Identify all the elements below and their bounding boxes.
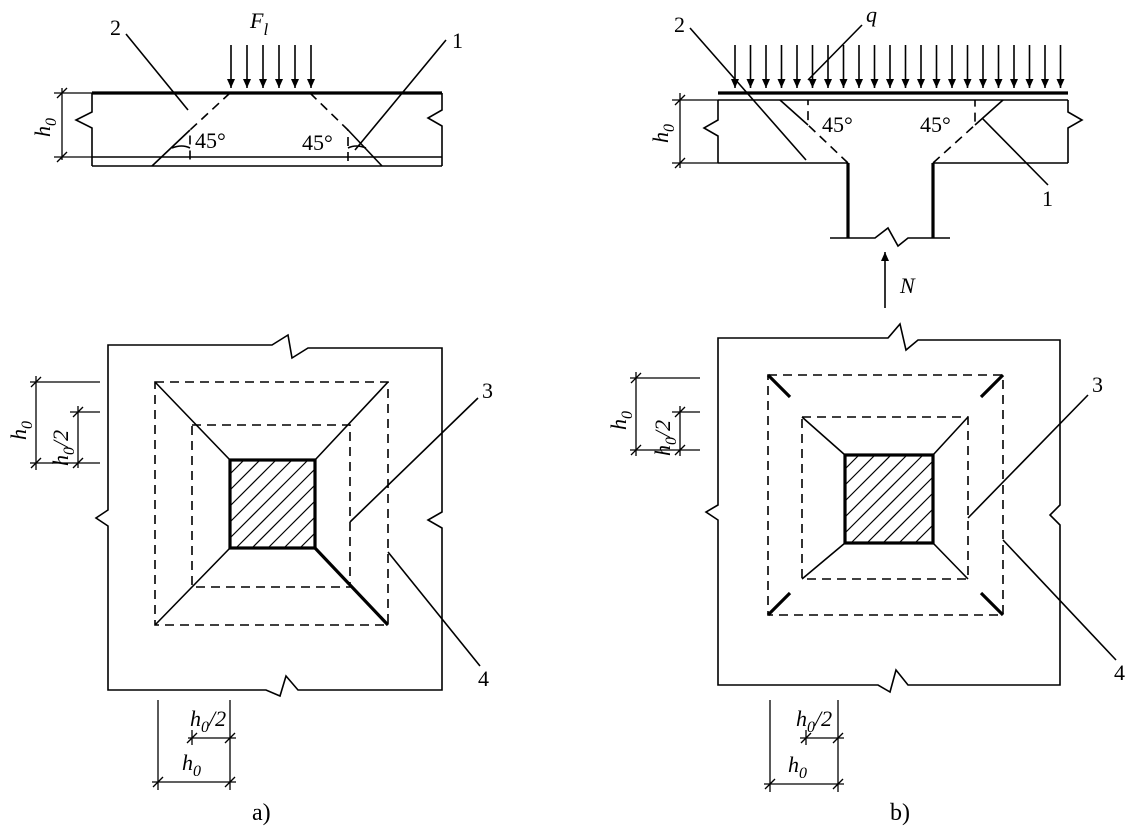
- hatch-line: [898, 508, 934, 544]
- angle-label-right-a: 45°: [302, 130, 333, 155]
- label-4-a: 4: [478, 666, 489, 691]
- h0-half-label-plan-a: h0/2: [48, 430, 78, 466]
- punching-cone-right-b: [932, 100, 976, 164]
- load-label-q: q: [866, 2, 877, 27]
- hatch-line: [914, 524, 934, 544]
- hatch-line: [844, 454, 892, 502]
- h0-label-bottom-b: h0: [788, 752, 807, 782]
- angle-label-right-b: 45°: [920, 112, 951, 137]
- hatch-line: [251, 484, 316, 549]
- hatch-line: [229, 459, 245, 475]
- hatch-line: [850, 460, 934, 544]
- section-a: 2 1 Fl 45° 45° h0: [30, 8, 463, 167]
- punching-cone-left-b: [807, 100, 849, 164]
- leader-3-a: [349, 397, 479, 523]
- angle-arc: [171, 145, 191, 149]
- break-line: [74, 93, 93, 166]
- critical-perimeter-outer-b: [767, 374, 1004, 616]
- plan-b: 3 4 h0 h0/2 h0/2 h0 b): [606, 322, 1125, 826]
- caption-b: b): [890, 800, 910, 826]
- plan-a: 3 4 h0 h0/2 h0/2 h0 a): [6, 333, 493, 826]
- cone-extension: [779, 99, 809, 126]
- leader-q: [807, 24, 863, 81]
- label-1-b: 1: [1042, 186, 1053, 211]
- hatch-line: [844, 454, 924, 534]
- leader-4-a: [387, 551, 481, 667]
- punching-cone-left: [189, 92, 231, 166]
- h0-label-plan-a: h0: [6, 421, 36, 440]
- reaction-label-n: N: [899, 273, 916, 298]
- label-1-a: 1: [452, 28, 463, 53]
- hatch-line: [866, 476, 934, 544]
- column-break: [830, 226, 950, 248]
- angle-label-left-b: 45°: [822, 112, 853, 137]
- leader-2-b: [689, 27, 807, 161]
- hatch-line: [267, 500, 316, 549]
- critical-perimeter-inner-b: [801, 416, 969, 580]
- cone-extension: [151, 129, 191, 167]
- h0-half-label-bottom-a: h0/2: [190, 706, 226, 736]
- label-3-b: 3: [1092, 372, 1103, 397]
- critical-perimeter-outer-a: [154, 381, 389, 626]
- h0-label-plan-b: h0: [606, 411, 636, 430]
- hatch-line: [283, 516, 316, 549]
- hatch-line: [844, 454, 876, 486]
- caption-a: a): [252, 800, 271, 826]
- hatch-line: [235, 468, 316, 549]
- column-hatch-b: [844, 454, 934, 544]
- leader-2-a: [125, 33, 189, 111]
- hatch-line: [882, 492, 934, 544]
- hatch-line: [930, 540, 934, 544]
- h0-half-label-bottom-b: h0/2: [796, 706, 832, 736]
- hatch-line: [299, 532, 316, 549]
- slab-outline-b: [704, 322, 1061, 694]
- cone-extension: [974, 99, 1004, 126]
- leader-3-b: [967, 394, 1089, 519]
- hatch-line: [844, 454, 908, 518]
- column-a-plan: [228, 458, 317, 550]
- label-3-a: 3: [482, 378, 493, 403]
- break-line: [426, 93, 443, 166]
- hatch-line: [229, 459, 261, 491]
- hatch-line: [229, 459, 309, 539]
- critical-perimeter-inner-a: [191, 424, 351, 588]
- break-line: [702, 100, 719, 163]
- label-2-a: 2: [110, 15, 121, 40]
- angle-label-left-a: 45°: [195, 128, 226, 153]
- label-4-b: 4: [1114, 660, 1125, 685]
- column-hatch-a: [229, 459, 316, 549]
- leader-1-b: [981, 117, 1049, 186]
- slab-outline-a: [94, 333, 443, 698]
- h0-half-label-plan-b: h0/2: [650, 420, 680, 456]
- h0-label-bottom-a: h0: [182, 750, 201, 780]
- h0-label-a: h0: [30, 118, 60, 137]
- column-b-plan: [843, 453, 935, 545]
- distributed-load-arrows: [731, 45, 1065, 88]
- load-arrows-a: [227, 45, 315, 88]
- hatch-line: [844, 454, 860, 470]
- angle-arc: [347, 145, 367, 149]
- hatch-line: [229, 459, 293, 523]
- leader-4-b: [1002, 539, 1117, 661]
- leader-1-a: [354, 39, 447, 151]
- label-2-b: 2: [674, 12, 685, 37]
- break-line: [1067, 100, 1084, 163]
- h0-label-b: h0: [648, 124, 678, 143]
- section-b: 2 q 1 45° 45° N h0: [648, 2, 1084, 308]
- load-label-fl: Fl: [249, 8, 268, 39]
- hatch-line: [229, 459, 277, 507]
